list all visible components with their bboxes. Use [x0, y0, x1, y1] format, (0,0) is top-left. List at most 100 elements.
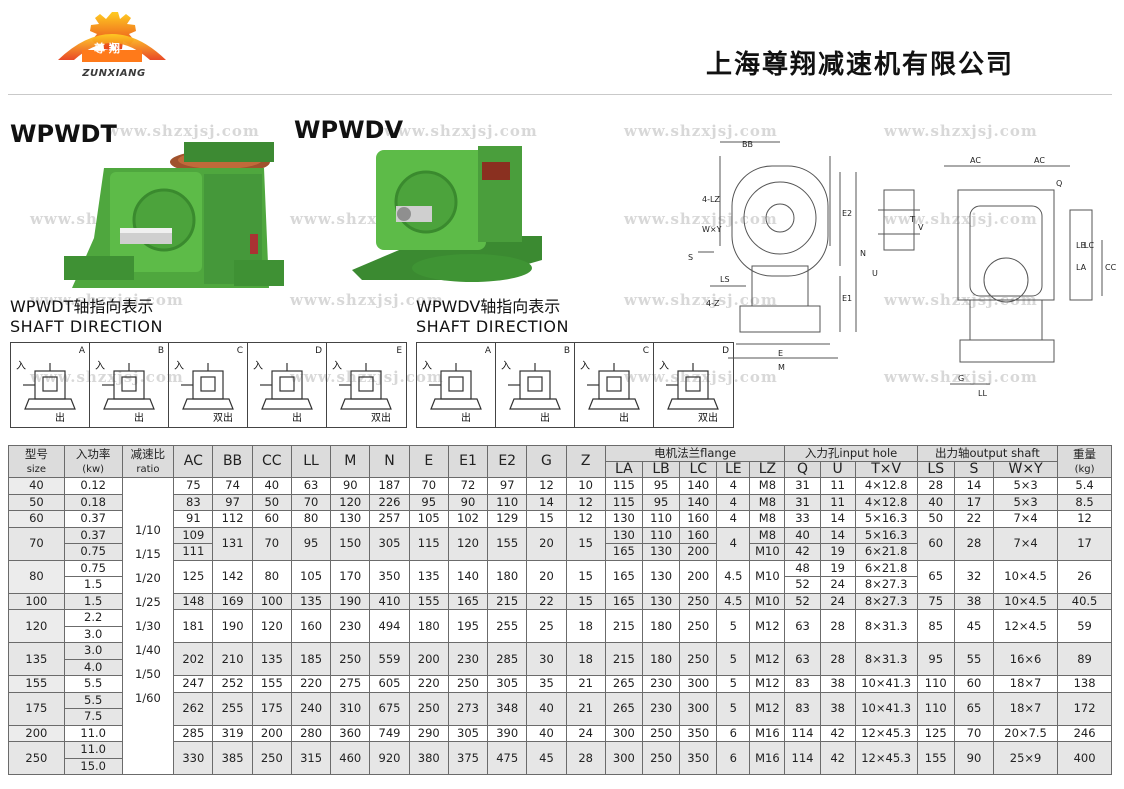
- cell-s: 70: [953, 724, 995, 742]
- dim-label: LC: [1084, 241, 1094, 250]
- cell-s: 14: [953, 477, 995, 495]
- cell-le: 5: [716, 691, 751, 726]
- gearbox-outline-icon: [260, 363, 313, 410]
- cell-n: 605: [369, 675, 410, 693]
- dim-label: T: [909, 215, 915, 224]
- ratio-value: 1/60: [134, 691, 161, 705]
- cell-lz: M16: [749, 724, 786, 742]
- cell-e1: 72: [447, 477, 489, 495]
- cell-bb: 131: [212, 526, 253, 561]
- cell-e2: 390: [487, 724, 528, 742]
- cell-q: 40: [784, 526, 821, 544]
- cell-cc: 50: [251, 493, 292, 511]
- cell-n: 920: [369, 741, 410, 775]
- cell-e2: 155: [487, 526, 528, 561]
- cell-ac: 262: [173, 691, 214, 726]
- cell-e1: 140: [447, 559, 489, 594]
- cell-bb: 252: [212, 675, 253, 693]
- cell-ll: 315: [290, 741, 332, 775]
- logo-english-text: ZUNXIANG: [82, 68, 146, 79]
- cell-q: 31: [784, 477, 821, 495]
- cell-n: 675: [369, 691, 410, 726]
- watermark: www.shzxjsj.com: [624, 210, 778, 228]
- cell-lc: 250: [679, 592, 718, 610]
- cell-power: 15.0: [63, 757, 123, 775]
- cell-ls: 28: [916, 477, 955, 495]
- cell-ll: 70: [290, 493, 332, 511]
- cell-e2: 129: [487, 510, 528, 528]
- table-row: 4.0: [9, 658, 1112, 676]
- cell-e1: 273: [447, 691, 489, 726]
- input-label: 入: [253, 361, 263, 372]
- cell-cc: 200: [251, 724, 292, 742]
- watermark: www.shzxjsj.com: [384, 122, 538, 140]
- cell-m: 150: [330, 526, 371, 561]
- direction-letter: A: [78, 346, 85, 356]
- cell-e1: 90: [447, 493, 489, 511]
- cell-lz: M10: [749, 559, 786, 594]
- cell-bb: 142: [212, 559, 253, 594]
- cell-u: 11: [819, 493, 856, 511]
- cell-lz: M12: [749, 675, 786, 693]
- cell-ll: 280: [290, 724, 332, 742]
- cell-cc: 100: [251, 592, 292, 610]
- cell-lc: 250: [679, 609, 718, 643]
- direction-title-cn: WPWDV轴指向表示: [416, 297, 561, 316]
- cell-lb: 130: [641, 592, 681, 610]
- cell-s: 45: [953, 609, 995, 643]
- cell-n: 494: [369, 609, 410, 643]
- cell-lb: 130: [641, 543, 681, 561]
- cell-txv: 6×21.8: [854, 543, 918, 561]
- input-label: 入: [422, 361, 432, 372]
- cell-kg: 12: [1057, 510, 1112, 528]
- cell-g: 22: [526, 592, 567, 610]
- wpwdv-reducer-image: [352, 146, 542, 282]
- cell-n: 749: [369, 724, 410, 742]
- cell-u: 28: [819, 609, 856, 643]
- cell-lb: 250: [641, 724, 681, 742]
- cell-txv: 5×16.3: [854, 510, 918, 528]
- cell-lz: M8: [749, 526, 786, 544]
- cell-size: 120: [8, 609, 65, 643]
- cell-e1: 375: [447, 741, 489, 775]
- cell-kg: 17: [1057, 526, 1112, 561]
- input-label: 入: [16, 361, 26, 372]
- ratio-value: 1/10: [134, 523, 161, 537]
- cell-m: 130: [330, 510, 371, 528]
- dim-label: Q: [1056, 179, 1062, 188]
- cell-size: 50: [8, 493, 65, 511]
- cell-ll: 63: [290, 477, 332, 495]
- cell-lb: 230: [641, 691, 681, 726]
- cell-power: 3.0: [63, 642, 123, 660]
- cell-la: 300: [604, 724, 643, 742]
- gearbox-outline-icon: [508, 363, 561, 410]
- cell-ls: 85: [916, 609, 955, 643]
- cell-e1: 230: [447, 642, 489, 676]
- gearbox-outline-icon: [23, 363, 76, 410]
- cell-g: 40: [526, 724, 567, 742]
- col-bb: BB: [212, 445, 253, 478]
- group-flange: 电机法兰flange: [604, 445, 786, 462]
- cell-e: 135: [408, 559, 449, 594]
- front-view-drawing: BB 4-LZ W×Y S LS 4-Z E M E2 E1 N: [688, 140, 866, 372]
- cell-e2: 305: [487, 675, 528, 693]
- cell-e2: 348: [487, 691, 528, 726]
- cell-wxy: 7×4: [993, 526, 1059, 561]
- cell-ac: 330: [173, 741, 214, 775]
- cell-n: 226: [369, 493, 410, 511]
- cell-e: 290: [408, 724, 449, 742]
- cell-s: 65: [953, 691, 995, 726]
- cell-wxy: 5×3: [993, 493, 1059, 511]
- cell-wxy: 20×7.5: [993, 724, 1059, 742]
- cell-wxy: 7×4: [993, 510, 1059, 528]
- cell-bb: 319: [212, 724, 253, 742]
- cell-cc: 175: [251, 691, 292, 726]
- input-hole-detail-drawing: T V U: [872, 189, 924, 278]
- cell-ac: 125: [173, 559, 214, 594]
- cell-size: 250: [8, 741, 65, 775]
